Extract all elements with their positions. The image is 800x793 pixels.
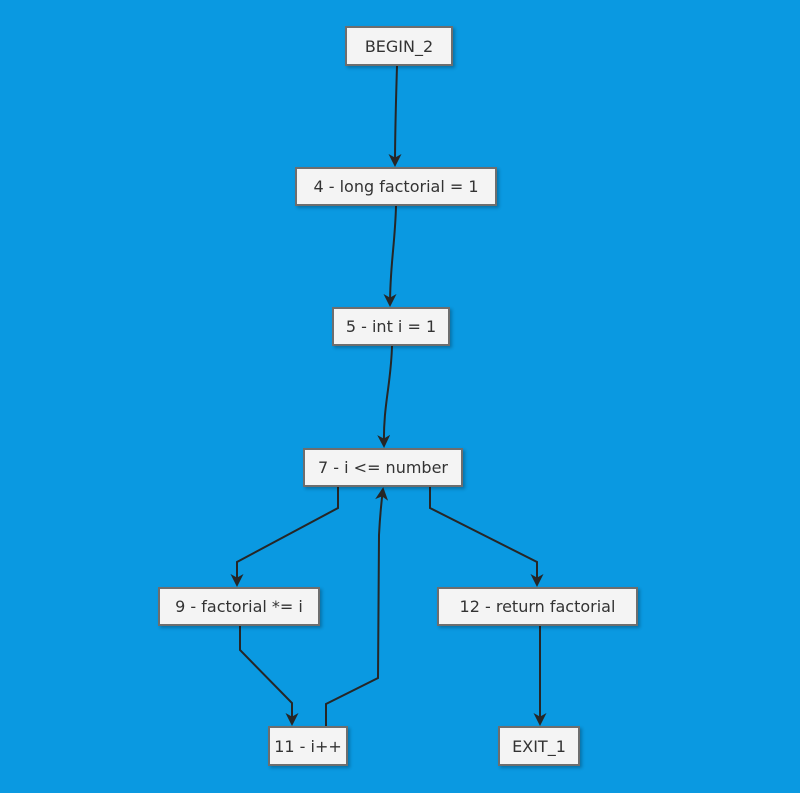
node-factorial-multiply[interactable]: 9 - factorial *= i	[158, 587, 320, 626]
edge-begin-to-n4	[388, 65, 402, 167]
node-begin[interactable]: BEGIN_2	[345, 26, 453, 66]
node-i-increment[interactable]: 11 - i++	[268, 726, 348, 766]
node-long-factorial-assign[interactable]: 4 - long factorial = 1	[295, 167, 497, 206]
node-int-i-assign[interactable]: 5 - int i = 1	[332, 307, 450, 346]
edge-n11-to-n7-loopback	[325, 487, 389, 726]
edge-n4-to-n5	[383, 205, 397, 307]
node-loop-condition[interactable]: 7 - i <= number	[303, 448, 463, 487]
node-return-factorial[interactable]: 12 - return factorial	[437, 587, 638, 626]
edge-n7-to-n9	[230, 487, 339, 587]
node-exit[interactable]: EXIT_1	[498, 726, 580, 766]
edge-n7-to-n12	[429, 487, 544, 587]
edge-n9-to-n11	[239, 626, 299, 726]
edge-n5-to-n7	[377, 345, 393, 448]
